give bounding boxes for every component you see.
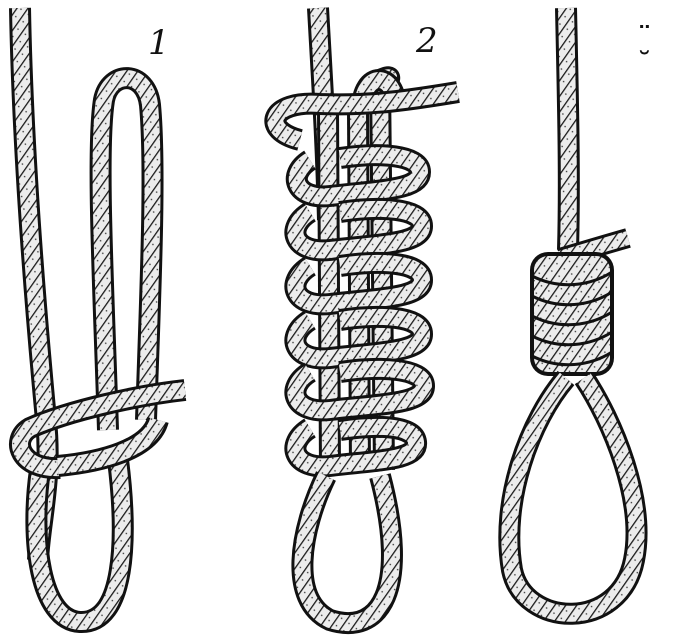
knot-3-figure xyxy=(509,8,636,614)
knot-1-figure xyxy=(20,8,185,622)
knot-1-label: 1 xyxy=(148,26,170,60)
knot-2-coils xyxy=(295,155,424,466)
knot-3-coil-block xyxy=(530,252,614,376)
knot-3-noose-loop xyxy=(509,378,636,614)
knot-2-figure xyxy=(275,8,458,623)
knot-2-label: 2 xyxy=(416,24,438,58)
